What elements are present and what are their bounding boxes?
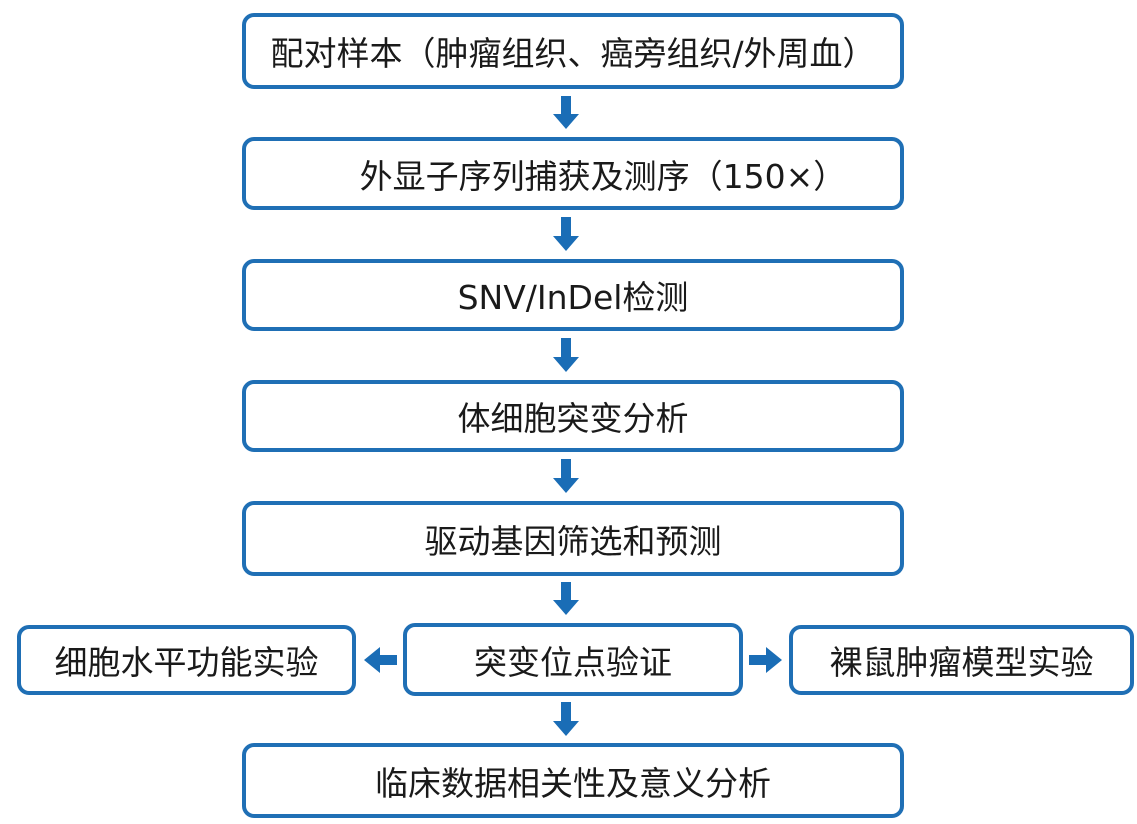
step-label: SNV/InDel检测 <box>457 278 689 317</box>
branch-nude-mouse-model-experiment: 裸鼠肿瘤模型实验 <box>789 625 1134 695</box>
right-arrow-icon <box>749 647 782 673</box>
step-label: 驱动基因筛选和预测 <box>424 521 722 561</box>
step-snv-indel-detection: SNV/InDel检测 <box>242 259 904 331</box>
step-label: 配对样本（肿瘤组织、癌旁组织/外周血） <box>270 34 876 73</box>
step-paired-samples: 配对样本（肿瘤组织、癌旁组织/外周血） <box>242 13 904 89</box>
step-label: 体细胞突变分析 <box>457 399 689 438</box>
down-arrow-icon <box>553 702 579 736</box>
down-arrow-icon <box>553 459 579 493</box>
step-somatic-mutation-analysis: 体细胞突变分析 <box>242 380 904 452</box>
left-arrow-icon <box>364 647 397 673</box>
step-driver-gene-screening: 驱动基因筛选和预测 <box>242 501 904 576</box>
down-arrow-icon <box>553 217 579 251</box>
step-mutation-site-validation: 突变位点验证 <box>403 623 743 696</box>
branch-label: 细胞水平功能实验 <box>54 643 319 682</box>
step-exome-capture-sequencing: 外显子序列捕获及测序（150×） <box>242 137 904 210</box>
step-label: 临床数据相关性及意义分析 <box>375 763 771 803</box>
branch-label: 裸鼠肿瘤模型实验 <box>829 643 1094 682</box>
step-label: 外显子序列捕获及测序（150×） <box>359 156 847 196</box>
step-label: 突变位点验证 <box>474 642 672 682</box>
branch-cell-function-experiment: 细胞水平功能实验 <box>17 625 356 695</box>
down-arrow-icon <box>553 96 579 129</box>
step-clinical-correlation-analysis: 临床数据相关性及意义分析 <box>242 743 904 818</box>
down-arrow-icon <box>553 338 579 372</box>
down-arrow-icon <box>553 582 579 615</box>
